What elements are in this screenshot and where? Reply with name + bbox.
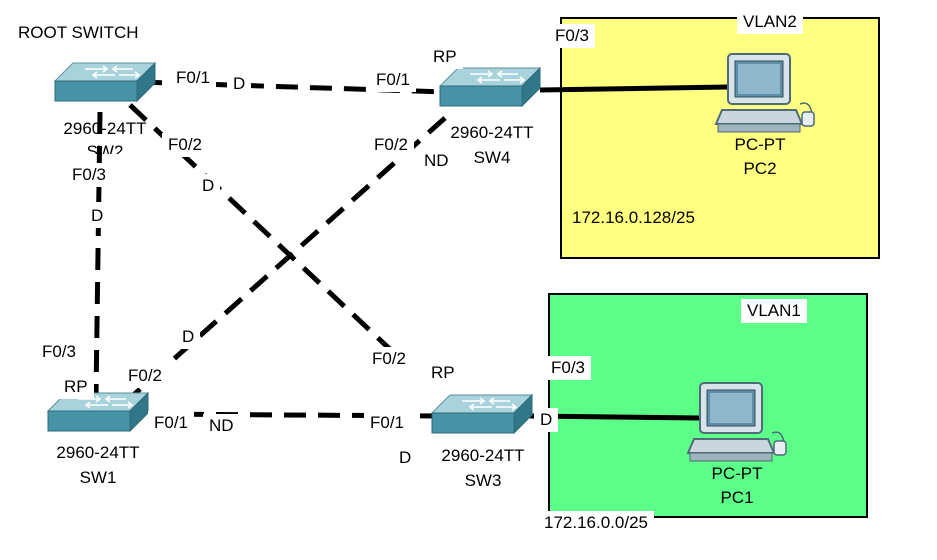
sw3-f01-role: D: [393, 446, 418, 470]
sw4-port-f03: F0/3: [549, 24, 596, 48]
switch-sw2-icon: [54, 62, 156, 102]
pc1-icon: [687, 382, 787, 462]
sw3-name-label: SW3: [464, 471, 502, 490]
sw1-port-f03: F0/3: [36, 340, 83, 364]
sw2-model-label: 2960-24TT: [63, 119, 147, 138]
switch-sw4-icon: [439, 67, 541, 107]
sw1-port-f02: F0/2: [122, 364, 169, 388]
link-sw4-sw1: [128, 116, 447, 400]
sw1-port-f01: F0/1: [148, 411, 195, 435]
link-sw2-sw1: [93, 111, 103, 396]
link-sw4-pc2: [539, 84, 729, 93]
pc2-type-label: PC-PT: [734, 135, 786, 154]
sw3-model-label: 2960-24TT: [441, 446, 525, 465]
link-sw2-sw3: [128, 103, 412, 370]
sw2-port-f02: F0/2: [162, 133, 209, 157]
pc2-name-label: PC2: [743, 159, 777, 178]
sw4-model-label: 2960-24TT: [450, 123, 534, 142]
pc1-name-label: PC1: [720, 488, 754, 507]
sw3-port-f03: F0/3: [545, 356, 592, 380]
sw2-f01-role: D: [227, 72, 252, 96]
sw4-name-label: SW4: [473, 148, 511, 167]
sw4-port-f02: F0/2: [368, 133, 415, 157]
pc1-type-label: PC-PT: [711, 464, 763, 483]
sw4-port-f01: F0/1: [370, 68, 417, 92]
sw2-name-label: SW2: [86, 142, 124, 154]
sw2-f02-role: D: [196, 174, 221, 198]
link-sw3-pc1: [529, 413, 701, 421]
vlan1-subnet: 172.16.0.0/25: [538, 511, 654, 535]
sw3-f03-role: D: [534, 408, 559, 432]
sw2-port-f01: F0/1: [170, 66, 217, 90]
vlan2-subnet: 172.16.0.128/25: [572, 208, 695, 227]
sw1-f01-role: ND: [203, 414, 240, 438]
sw1-model-label: 2960-24TT: [56, 443, 140, 462]
vlan2-area: [560, 17, 880, 259]
vlan2-label: VLAN2: [737, 10, 803, 34]
switch-sw3-icon: [431, 394, 533, 434]
vlan1-label: VLAN1: [741, 299, 807, 323]
sw2-f03-role: D: [85, 204, 110, 228]
pc2-icon: [715, 53, 815, 133]
sw3-f02-role: RP: [425, 361, 461, 385]
sw3-port-f01: F0/1: [364, 411, 411, 435]
sw4-f02-role: ND: [418, 149, 455, 173]
root-switch-title: ROOT SWITCH: [12, 21, 145, 45]
sw1-f02-role: D: [176, 325, 201, 349]
sw3-port-f02: F0/2: [366, 347, 413, 371]
sw2-port-f03: F0/3: [66, 163, 113, 187]
sw1-f03-role: RP: [58, 375, 94, 399]
sw4-f01-role: RP: [427, 45, 463, 69]
sw1-name-label: SW1: [79, 468, 117, 487]
